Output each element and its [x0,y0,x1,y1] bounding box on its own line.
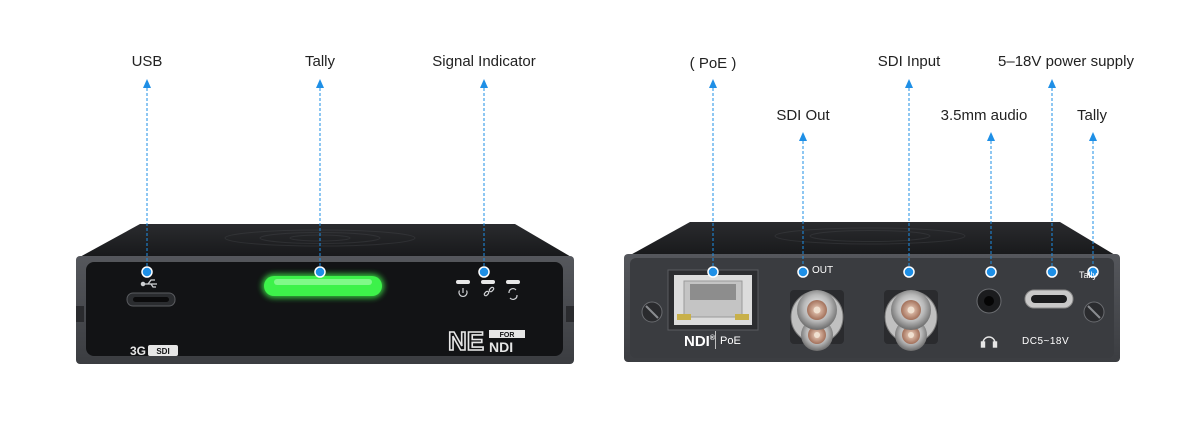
headphone-icon [980,336,998,348]
callout-power-supply: 5–18V power supply [998,53,1134,70]
callout-tally-front: Tally [304,53,336,70]
callout-signal-indicator: Signal Indicator [432,53,536,70]
audio-jack [976,288,1002,348]
leader-lines [146,88,1094,271]
rj45-poe-port [667,269,759,331]
front-signal-indicators [456,280,520,300]
leader-arrows [143,79,1097,141]
rear-device [624,222,1120,362]
usb-c-power-port [1024,289,1074,309]
panel-label-ndi-text: NDI [684,333,710,350]
svg-text:SDI: SDI [156,347,169,356]
panel-divider [715,331,716,349]
callout-3-5mm-audio: 3.5mm audio [940,107,1028,124]
svg-text:FOR: FOR [500,332,515,339]
front-usb-port [126,279,176,307]
callout-usb: USB [131,53,163,70]
panel-label-tally: Tally [1079,270,1098,280]
bnc-sdi-out [790,290,844,351]
power-icon [458,288,468,298]
panel-label-ndi: NDI® [684,333,715,350]
callout-sdi-input: SDI Input [877,53,941,70]
svg-text:NDI: NDI [489,339,513,355]
front-tally-led [262,274,384,298]
callout-tally-rear: Tally [1076,107,1108,124]
callout-poe: ( PoE ) [689,55,737,72]
refresh-icon [508,288,518,300]
panel-label-out: OUT [812,265,834,276]
front-device: NE FOR NDI 3G SDI [76,224,574,364]
panel-label-dc: DC5~18V [1022,336,1070,347]
svg-text:NE: NE [448,326,484,356]
svg-text:3G: 3G [130,344,146,358]
brand-logo: NE FOR NDI [447,325,525,357]
callout-sdi-out: SDI Out [776,107,830,124]
link-icon [483,286,495,297]
panel-label-poe: PoE [720,335,741,347]
panel-label-ndi-reg: ® [709,335,716,342]
3g-sdi-badge: 3G SDI [130,344,178,358]
rear-screw-left [641,301,663,323]
bnc-sdi-input [884,290,938,351]
marker-dots [141,266,1099,278]
rear-screw-right [1083,301,1105,323]
